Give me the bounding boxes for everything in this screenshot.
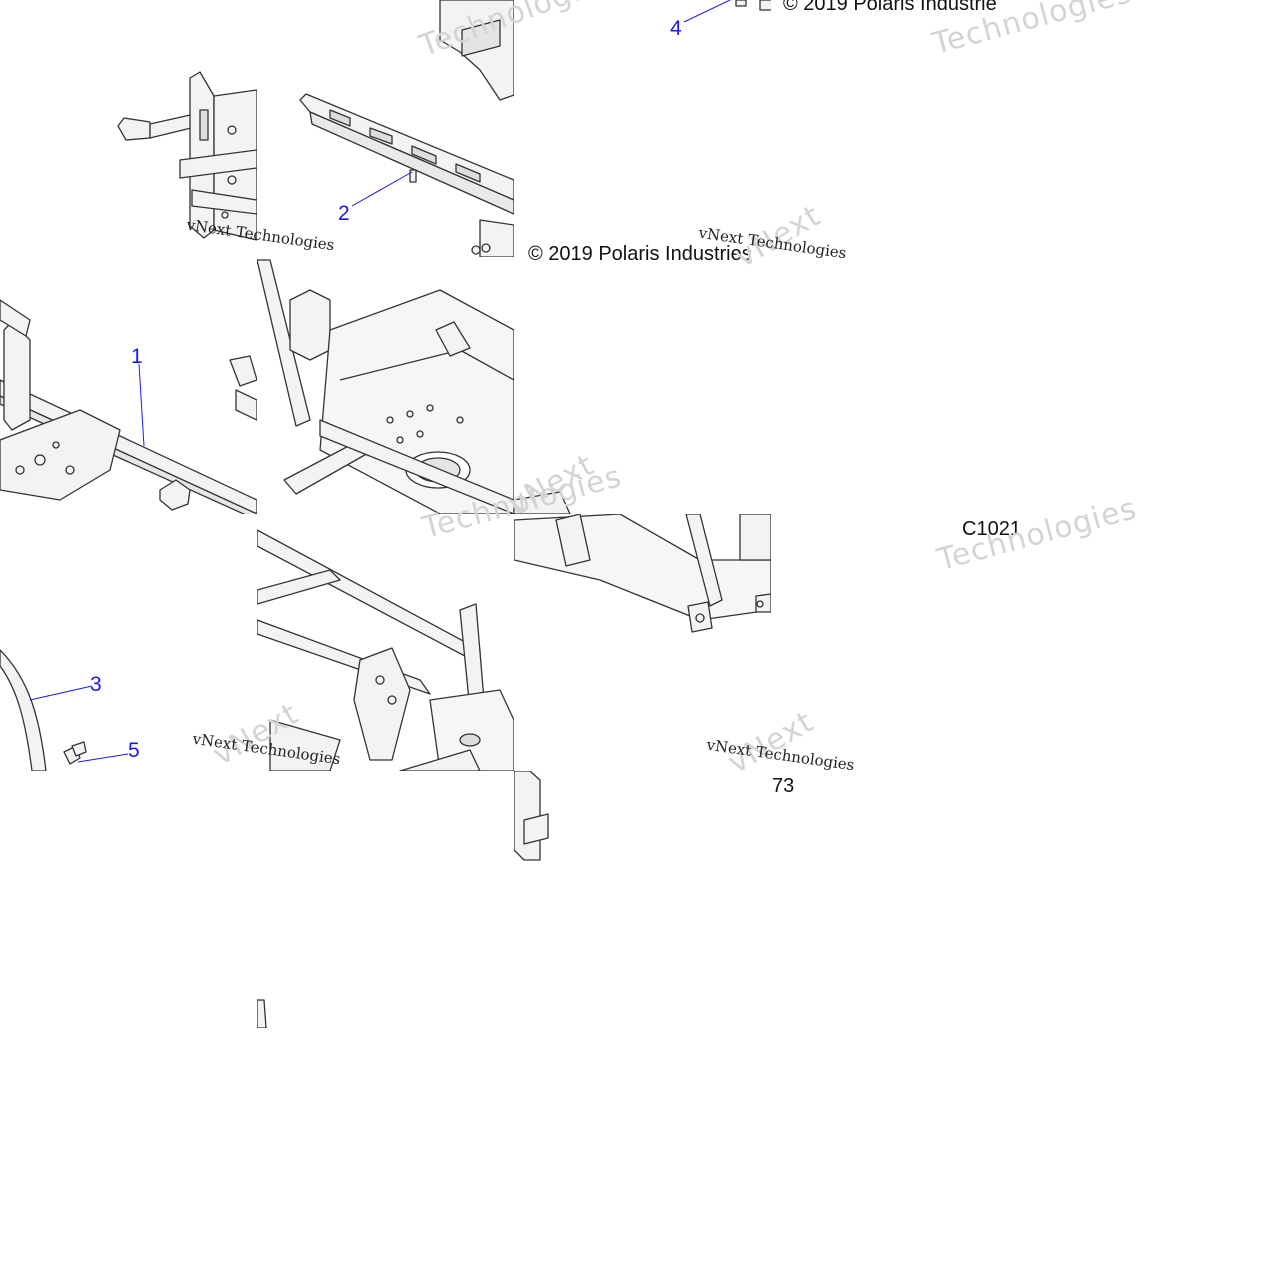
callout-3: 3	[90, 673, 102, 696]
figure-code-clip: C1021	[962, 517, 1029, 543]
figure-code: C1021	[962, 518, 1021, 540]
callout-4: 4	[670, 17, 682, 40]
leader-lines	[29, 0, 731, 763]
tile-seat-bracket	[117, 71, 257, 241]
tile-rear-frame	[257, 529, 514, 771]
callout-1: 1	[131, 345, 143, 368]
tile-rear-mount	[514, 514, 771, 633]
tile-floor-frame	[257, 259, 514, 514]
copyright-top-clip: © 2019 Polaris Industrie	[783, 0, 1029, 16]
page-number: 73	[772, 775, 795, 797]
tile-cross-rail	[299, 0, 514, 257]
tile-hoop	[0, 649, 87, 771]
tile-bracket	[735, 0, 771, 11]
callout-5: 5	[128, 739, 140, 762]
copyright-text: © 2019 Polaris Industries	[528, 243, 752, 265]
tile-front-frame	[0, 299, 257, 514]
callout-2: 2	[338, 202, 350, 225]
tile-fragment-right	[514, 771, 549, 861]
tile-rear-strip	[514, 491, 571, 514]
tile-fragment-left	[257, 999, 267, 1028]
copyright-text-top: © 2019 Polaris Industrie	[783, 0, 997, 15]
